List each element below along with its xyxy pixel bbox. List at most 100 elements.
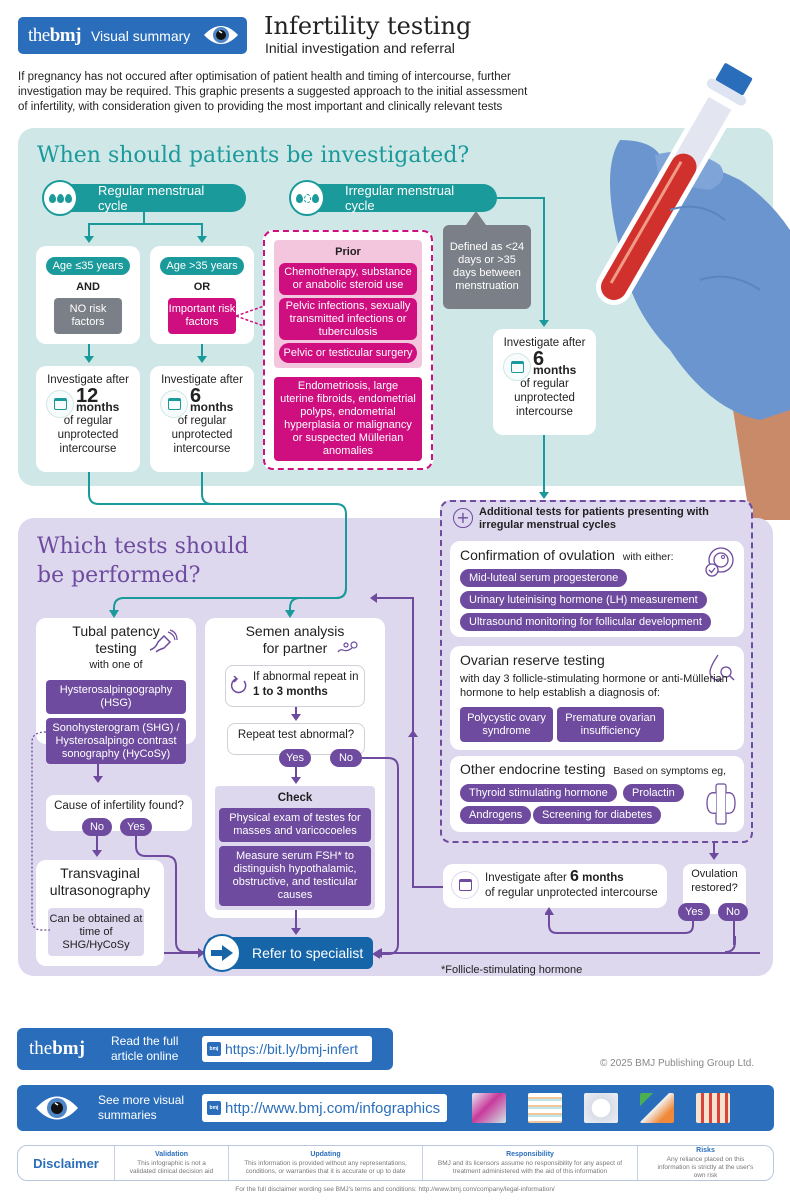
shg-hycosy-option: Sonohysterogram (SHG) / Hysterosalpingo … — [46, 718, 186, 764]
transvaginal-title: Transvaginal ultrasonography — [49, 865, 151, 898]
risk-item: Pelvic infections, sexually transmitted … — [279, 298, 417, 340]
irregular-cycle-label: Irregular menstrual cycle — [345, 183, 455, 213]
disclaimer-title: Disclaimer — [33, 1155, 99, 1171]
tubal-title-line2: testing — [95, 640, 137, 656]
disclaimer-text: This information is provided without any… — [244, 1159, 407, 1175]
read-article-bar: thebmj Read the full article online bmj … — [17, 1028, 393, 1070]
tubal-title: Tubal patency testing — [36, 623, 196, 657]
endocrine-test: Prolactin — [623, 784, 684, 802]
semen-title-line1: Semen analysis — [245, 623, 345, 639]
ovarian-diagnosis: Polycystic ovary syndrome — [460, 707, 553, 742]
calendar-icon — [451, 871, 479, 899]
check-heading: Check — [277, 792, 313, 804]
ovarian-reserve-desc: with day 3 follicle-stimulating hormone … — [460, 673, 728, 699]
age-over-35-pill: Age >35 years — [160, 257, 244, 275]
ovulation-test: Ultrasound monitoring for follicular dev… — [460, 613, 711, 631]
repeat-abnormal-yes: Yes — [279, 749, 311, 767]
flow-connector — [545, 907, 694, 934]
calendar-icon — [46, 390, 74, 418]
page-title: Infertility testing — [264, 12, 472, 40]
age-under-35-pill: Age ≤35 years — [46, 257, 130, 275]
disclaimer-heading: Responsibility — [506, 1150, 554, 1158]
investigate-6-months-irregular-card: Investigate after 6 months of regular un… — [493, 329, 596, 435]
when-section-title: When should patients be investigated? — [37, 143, 470, 168]
ultrasound-probe-icon — [149, 629, 178, 653]
ovarian-reserve-title: Ovarian reserve testing — [460, 652, 605, 668]
summary-thumbnail[interactable] — [584, 1093, 618, 1123]
article-link[interactable]: bmj https://bit.ly/bmj-infert — [202, 1036, 372, 1062]
disclaimer-heading: Validation — [154, 1150, 189, 1158]
tests-title-line1: Which tests should — [37, 534, 249, 559]
months-number: 6 — [190, 385, 202, 407]
ovulation-test: Urinary luteinising hormone (LH) measure… — [460, 591, 707, 609]
no-risk-factors-box: NO risk factors — [54, 298, 122, 334]
calendar-icon — [503, 353, 531, 381]
brand-label: Visual summary — [90, 27, 191, 44]
cause-found-question: Cause of infertility found? — [54, 800, 184, 812]
ovum-check-icon — [705, 547, 734, 577]
investigate-6-months-card: Investigate after 6 months of regular un… — [150, 366, 254, 472]
months-number: 12 — [76, 385, 99, 407]
repeat-icon — [230, 676, 247, 694]
logo-bmj: bmj — [52, 1038, 85, 1059]
or-label: OR — [193, 281, 211, 293]
tubal-with-one-of: with one of — [89, 659, 143, 671]
refer-label: Refer to specialist — [252, 945, 364, 961]
three-drops-icon — [42, 180, 78, 216]
bmj-mini-icon: bmj — [207, 1101, 221, 1115]
gloved-hand-test-tube-illustration — [596, 63, 790, 520]
refer-to-specialist: Refer to specialist — [203, 934, 373, 972]
drop-magnifier-icon — [709, 654, 735, 681]
investigate-label: Investigate after — [503, 337, 586, 349]
ovulation-title: Confirmation of ovulation with either: — [460, 547, 674, 563]
check-item: Measure serum FSH* to distinguish hypoth… — [219, 846, 371, 906]
intro-text: If pregnancy has not occured after optim… — [18, 71, 528, 113]
drops-irregular-icon — [289, 180, 325, 216]
flow-connector — [724, 936, 736, 953]
irregular-cycle-pill: Irregular menstrual cycle — [305, 183, 497, 213]
thyroid-icon — [706, 783, 736, 825]
disclaimer-updating: Updating This information is provided wi… — [228, 1146, 422, 1180]
disclaimer-responsibility: Responsibility BMJ and its licensors ass… — [422, 1146, 637, 1180]
infographics-link[interactable]: bmj http://www.bmj.com/infographics — [202, 1094, 447, 1122]
repeat-text: If abnormal repeat in 1 to 3 months — [253, 670, 365, 700]
summary-thumbnail[interactable] — [696, 1093, 730, 1123]
investigate-6-months-purple-card — [443, 864, 667, 908]
ovarian-diagnosis: Premature ovarian insufficiency — [557, 707, 664, 742]
page-subtitle: Initial investigation and referral — [265, 40, 455, 56]
investigate-6-months-text: Investigate after 6 months of regular un… — [485, 869, 658, 901]
irregular-definition-box: Defined as <24 days or >35 days between … — [443, 225, 531, 309]
bmj-logo: thebmj — [29, 1038, 85, 1060]
disclaimer-heading: Risks — [696, 1146, 715, 1154]
arrow-right-icon — [203, 934, 241, 972]
logo-the: the — [29, 1038, 53, 1059]
risk-item-other: Endometriosis, large uterine fibroids, e… — [274, 377, 422, 461]
investigate6-num: 6 — [570, 868, 579, 885]
important-risk-factors-box: Important risk factors — [168, 298, 236, 334]
footnote: *Follicle-stimulating hormone — [441, 964, 583, 976]
disclaimer-text: BMJ and its licensors assume no responsi… — [437, 1159, 623, 1175]
endocrine-title: Other endocrine testing Based on symptom… — [460, 761, 726, 777]
check-item: Physical exam of testes for masses and v… — [219, 808, 371, 842]
summary-thumbnail[interactable] — [528, 1093, 562, 1123]
months-label: months — [533, 363, 577, 377]
prior-heading: Prior — [335, 246, 361, 258]
summary-thumbnail[interactable] — [472, 1093, 506, 1123]
semen-title-line2: for partner — [262, 640, 328, 656]
disclaimer-full-text: For the full disclaimer wording see BMJ'… — [235, 1186, 555, 1193]
disclaimer-text: Any reliance placed on this information … — [657, 1155, 754, 1179]
callout-pointer — [466, 211, 486, 225]
ovulation-restored-no: No — [718, 903, 748, 921]
brand-the: the — [28, 24, 50, 46]
investigate-tail: of regular unprotected intercourse — [514, 378, 575, 418]
disclaimer-heading: Updating — [310, 1150, 341, 1158]
repeat-abnormal-question: Repeat test abnormal? — [237, 729, 355, 741]
disclaimer-risks: Risks Any reliance placed on this inform… — [637, 1146, 773, 1180]
repeat-bold: 1 to 3 months — [253, 686, 328, 698]
summary-thumbnail[interactable] — [640, 1093, 674, 1123]
tests-title-line2: be performed? — [37, 563, 201, 588]
additional-tests-heading: Additional tests for patients presenting… — [479, 506, 709, 531]
semen-title: Semen analysis for partner — [205, 623, 385, 657]
article-url: https://bit.ly/bmj-infert — [225, 1041, 359, 1057]
risk-item: Chemotherapy, substance or anabolic ster… — [279, 263, 417, 295]
